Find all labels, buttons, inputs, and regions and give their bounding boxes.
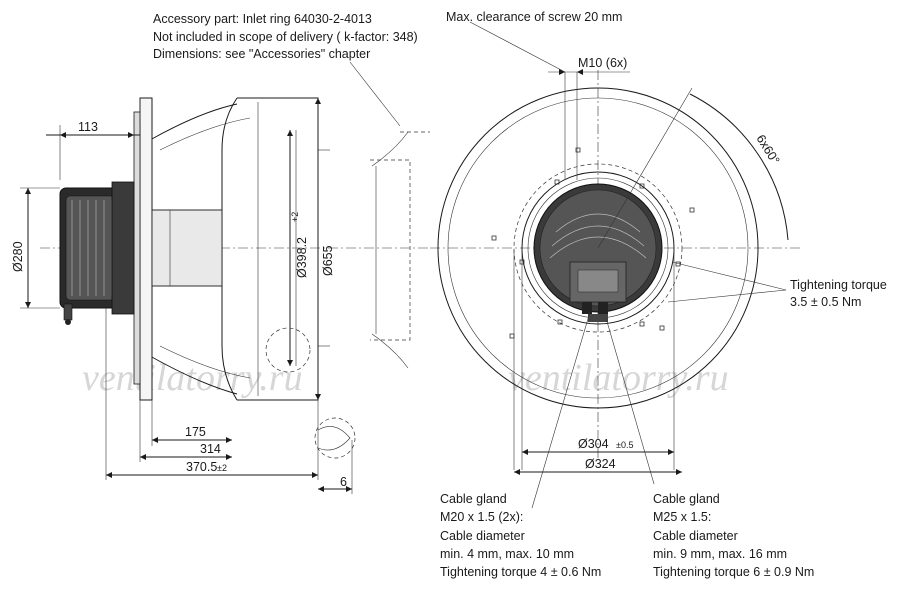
dim-398: Ø398.2: [295, 237, 309, 278]
gland1-line: Cable diameter: [440, 529, 525, 543]
clearance-note: Max. clearance of screw 20 mm: [446, 10, 622, 24]
dim-304-tol: ±0.5: [616, 440, 633, 450]
gland1-line: min. 4 mm, max. 10 mm: [440, 547, 574, 561]
motor: [59, 181, 135, 325]
dim-113: 113: [78, 120, 98, 134]
gland2-line: M25 x 1.5:: [653, 510, 711, 524]
front-view: 6x60° M10 (6x) Ø304 ±0.5 Ø324: [349, 21, 800, 509]
accessory-note-2: Not included in scope of delivery ( k-fa…: [153, 30, 418, 44]
gland2-line: Tightening torque 6 ± 0.9 Nm: [653, 565, 814, 579]
gland2-line: Cable gland: [653, 492, 720, 506]
dim-angle: 6x60°: [753, 132, 782, 167]
notes: Accessory part: Inlet ring 64030-2-4013 …: [153, 10, 887, 579]
dim-655: Ø655: [321, 245, 335, 276]
gland1-line: M20 x 1.5 (2x):: [440, 510, 523, 524]
tightening-title: Tightening torque: [790, 278, 887, 292]
dim-398-tol: +2: [290, 212, 300, 222]
inlet-ring: [370, 131, 430, 369]
dim-324: Ø324: [585, 457, 616, 471]
dim-370: 370.5: [186, 460, 217, 474]
watermark-right: ventilatorry.ru: [508, 357, 729, 399]
dim-370-tol: ±2: [217, 463, 227, 473]
dim-280: Ø280: [11, 241, 25, 272]
gland1-line: Tightening torque 4 ± 0.6 Nm: [440, 565, 601, 579]
dim-314: 314: [200, 442, 221, 456]
gland2-line: min. 9 mm, max. 16 mm: [653, 547, 787, 561]
side-view: 113 Ø280 Ø398.2 +2 Ø655 175 314: [11, 97, 430, 494]
accessory-note-1: Accessory part: Inlet ring 64030-2-4013: [153, 12, 372, 26]
dim-175: 175: [185, 425, 206, 439]
dim-6: 6: [340, 475, 347, 489]
dim-304: Ø304: [578, 437, 609, 451]
accessory-note-3: Dimensions: see "Accessories" chapter: [153, 47, 370, 61]
gland2-line: Cable diameter: [653, 529, 738, 543]
tightening-value: 3.5 ± 0.5 Nm: [790, 295, 861, 309]
dim-m10: M10 (6x): [578, 56, 627, 70]
gland1-line: Cable gland: [440, 492, 507, 506]
